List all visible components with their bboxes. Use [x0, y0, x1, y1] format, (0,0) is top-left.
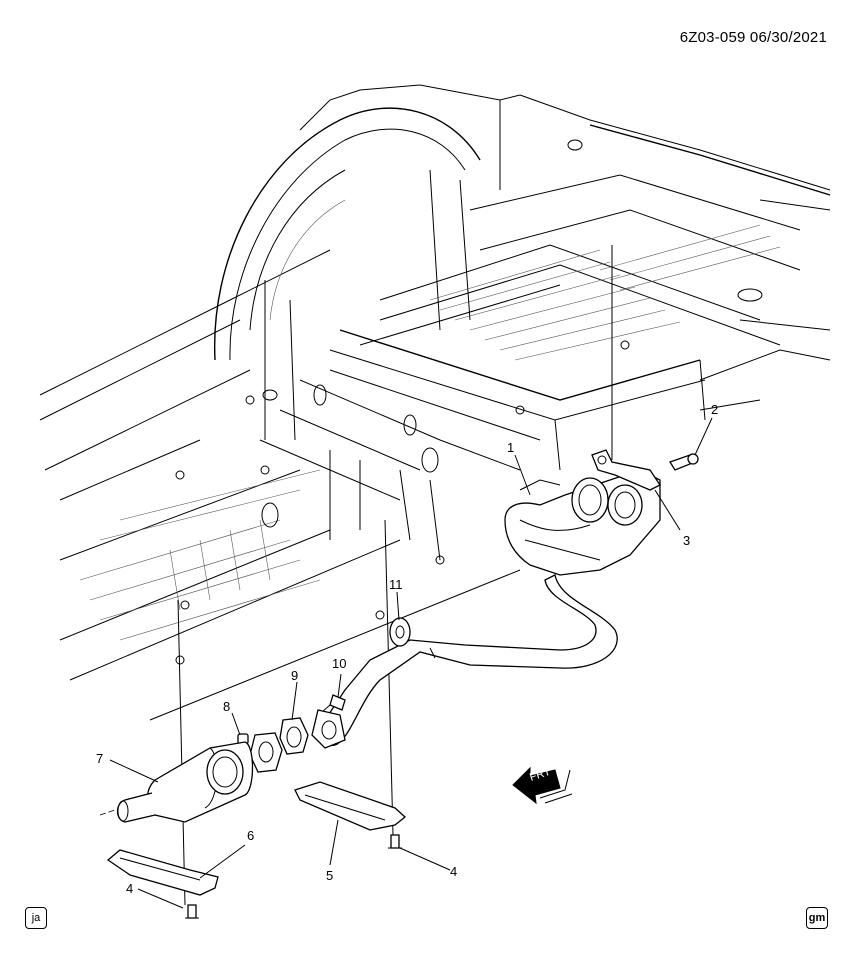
gasket	[279, 717, 309, 755]
illustrator-badge: ja	[25, 907, 47, 929]
callout-11: 11	[389, 577, 403, 592]
pipe-flange	[311, 709, 346, 749]
document-id: 6Z03-059 06/30/2021	[679, 29, 827, 46]
hanger-bracket	[591, 449, 661, 491]
heat-shield-5	[294, 781, 407, 831]
vehicle-underbody	[39, 84, 831, 721]
front-direction-arrow: FRT	[512, 766, 573, 805]
alignment-lines	[99, 245, 613, 906]
bolt-2	[669, 453, 699, 471]
hanger-insulator	[389, 617, 411, 647]
callout-4-lower: 4	[126, 881, 133, 896]
callout-7: 7	[96, 751, 103, 766]
front-exhaust-manifold-pipe	[504, 469, 661, 576]
muffler	[116, 741, 254, 823]
bolt-10	[321, 694, 346, 713]
callout-8: 8	[223, 699, 230, 714]
leader-lines	[109, 417, 713, 909]
bolt-4-right	[388, 834, 402, 849]
gm-logo-badge: gm	[806, 907, 828, 929]
callout-3: 3	[683, 533, 690, 548]
callout-10: 10	[332, 656, 346, 671]
callout-4-right: 4	[450, 864, 457, 879]
callout-labels: 1 2 3 4 4 5 6 7 8 9 10 11	[96, 402, 718, 896]
callout-1: 1	[507, 440, 514, 455]
callout-2: 2	[711, 402, 718, 417]
callout-6: 6	[247, 828, 254, 843]
bolt-4-lower	[185, 904, 199, 919]
callout-5: 5	[326, 868, 333, 883]
intermediate-exhaust-pipe	[319, 574, 618, 747]
callout-9: 9	[291, 668, 298, 683]
heat-shield-6	[106, 849, 219, 896]
muffler-flange	[249, 732, 283, 773]
